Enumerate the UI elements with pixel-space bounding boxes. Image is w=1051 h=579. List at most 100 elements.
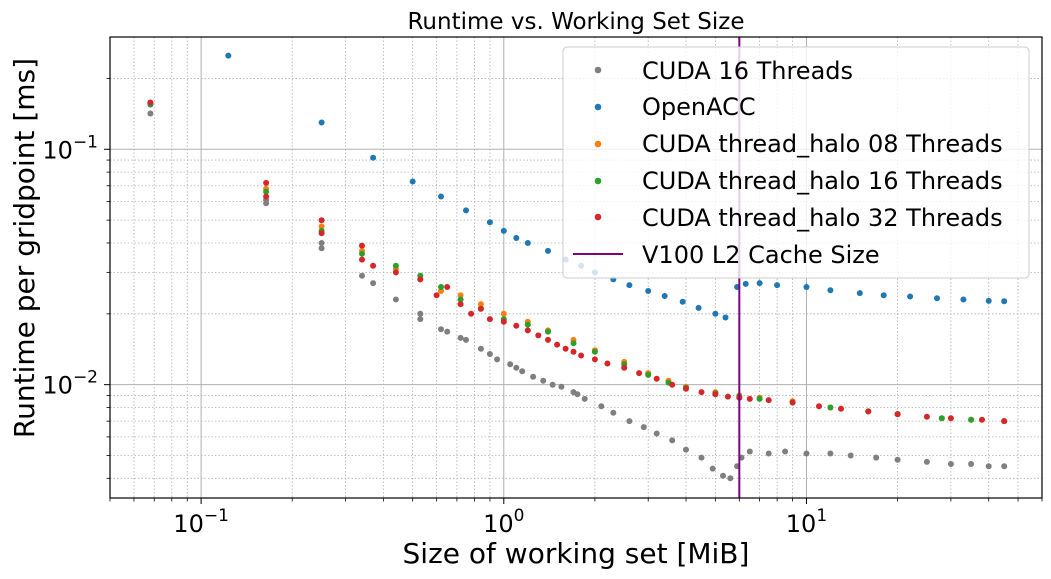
data-point-series-4 [604, 360, 611, 367]
data-point-series-0 [683, 446, 689, 453]
data-point-series-4 [621, 364, 628, 371]
data-point-series-4 [392, 269, 399, 276]
y-tick-label: 10−1 [42, 132, 98, 164]
data-point-series-0 [746, 448, 753, 455]
data-point-series-0 [727, 475, 734, 482]
data-point-series-0 [549, 381, 556, 388]
data-point-series-4 [578, 352, 585, 359]
data-point-series-3 [938, 415, 945, 422]
data-point-series-4 [712, 391, 719, 398]
data-point-series-4 [698, 389, 705, 396]
data-point-series-4 [370, 262, 377, 269]
data-point-series-1 [409, 178, 416, 185]
legend: CUDA 16 Threads OpenACC CUDA thread_halo… [562, 46, 1030, 279]
data-point-series-0 [626, 418, 633, 425]
data-point-series-4 [554, 341, 561, 348]
chart-title: Runtime vs. Working Set Size [407, 9, 744, 35]
data-point-series-4 [417, 276, 424, 283]
data-point-series-4 [894, 411, 901, 418]
data-point-series-0 [513, 364, 520, 371]
data-point-series-1 [513, 235, 520, 241]
data-point-series-3 [392, 262, 399, 269]
data-point-series-1 [934, 295, 940, 302]
data-point-series-2 [318, 223, 325, 230]
legend-marker-halo-08 [594, 140, 602, 148]
data-point-series-4 [468, 310, 475, 317]
data-point-series-0 [392, 296, 399, 303]
data-point-series-2 [500, 310, 507, 317]
data-point-series-1 [645, 288, 652, 294]
data-point-series-0 [709, 465, 716, 472]
x-tick-label: 10−1 [173, 506, 229, 538]
data-point-series-4 [746, 395, 753, 402]
data-point-series-0 [640, 424, 647, 431]
data-point-series-4 [263, 193, 270, 200]
data-point-series-1 [774, 282, 781, 289]
data-point-series-0 [494, 356, 501, 363]
legend-marker-halo-32 [594, 213, 602, 221]
data-point-series-4 [457, 301, 464, 308]
data-point-series-2 [457, 292, 464, 299]
data-point-series-0 [318, 245, 325, 252]
data-point-series-0 [519, 368, 526, 375]
data-point-series-0 [457, 334, 464, 341]
data-point-series-4 [570, 348, 577, 355]
legend-label-openacc: OpenACC [642, 93, 756, 121]
legend-label-halo-08: CUDA thread_halo 08 Threads [642, 130, 1003, 158]
data-point-series-4 [535, 332, 542, 339]
data-point-series-4 [359, 256, 365, 263]
data-point-series-3 [645, 371, 652, 378]
data-point-series-1 [524, 240, 531, 246]
data-point-series-4 [669, 381, 676, 388]
data-point-series-0 [669, 437, 676, 444]
data-point-series-0 [765, 450, 772, 457]
data-point-series-4 [318, 230, 325, 237]
data-point-series-0 [894, 456, 901, 463]
data-point-series-4 [477, 305, 484, 312]
data-point-series-1 [803, 284, 810, 290]
data-point-series-1 [1001, 298, 1008, 305]
data-point-series-0 [359, 272, 365, 279]
data-point-series-4 [263, 179, 270, 186]
data-point-series-4 [1001, 418, 1008, 425]
data-point-series-1 [712, 310, 719, 317]
x-tick-label: 100 [483, 506, 524, 538]
data-point-series-0 [263, 200, 270, 207]
data-point-series-0 [1001, 463, 1008, 470]
data-point-series-0 [803, 450, 810, 457]
data-point-series-1 [907, 293, 914, 300]
data-point-series-3 [968, 416, 975, 423]
data-point-series-1 [695, 304, 702, 311]
data-point-series-4 [545, 336, 551, 343]
data-point-series-4 [524, 327, 531, 334]
data-point-series-1 [661, 293, 668, 299]
data-point-series-1 [318, 119, 325, 126]
data-point-series-0 [477, 345, 484, 352]
data-point-series-3 [438, 284, 444, 290]
data-point-series-0 [486, 351, 493, 357]
data-point-series-1 [545, 247, 551, 254]
data-point-series-4 [486, 316, 493, 323]
data-point-series-4 [318, 217, 325, 224]
data-point-series-3 [756, 395, 763, 402]
data-point-series-4 [562, 345, 569, 352]
data-point-series-0 [438, 326, 444, 333]
data-point-series-4 [513, 322, 520, 329]
data-point-series-3 [359, 250, 365, 257]
data-point-series-3 [545, 328, 551, 335]
data-point-series-4 [724, 393, 731, 400]
data-point-series-1 [985, 297, 992, 304]
data-point-series-4 [816, 403, 822, 410]
data-point-series-0 [847, 452, 854, 459]
data-point-series-0 [923, 458, 930, 465]
x-tick-label: 101 [786, 506, 827, 538]
data-point-series-0 [463, 336, 469, 343]
data-point-series-0 [574, 391, 581, 398]
data-point-series-4 [947, 415, 954, 422]
data-point-series-2 [477, 301, 484, 308]
data-point-series-0 [318, 240, 325, 246]
data-point-series-0 [558, 383, 565, 390]
data-point-series-0 [417, 316, 424, 323]
